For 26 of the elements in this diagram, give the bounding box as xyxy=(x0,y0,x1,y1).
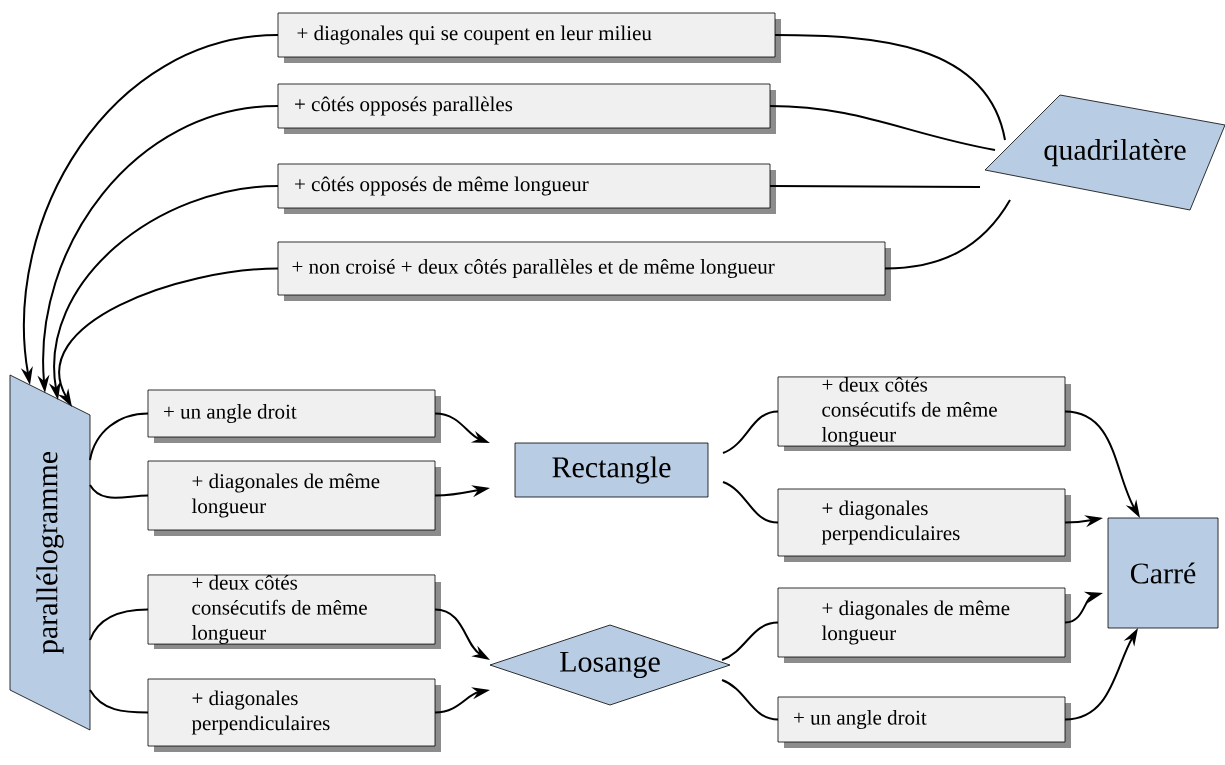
connector-line xyxy=(722,481,779,524)
shape-box: Rectangle xyxy=(514,442,709,498)
condition-box: + diagonales qui se coupent en leur milieu xyxy=(277,12,781,63)
condition-box: + un angle droit xyxy=(777,696,1071,748)
connector-line xyxy=(89,484,149,499)
condition-box: + côtés opposés parallèles xyxy=(277,83,776,134)
condition-box: + diagonales perpendiculaires xyxy=(147,678,441,752)
condition-box: + diagonales perpendiculaires xyxy=(777,488,1071,562)
shape-box: Carré xyxy=(1107,517,1219,629)
condition-box: + diagonales de même longueur xyxy=(777,587,1071,663)
condition-box: + un angle droit xyxy=(147,389,441,443)
condition-box: + non croisé + deux côtés parallèles et de même longueur xyxy=(277,241,891,301)
connector-line xyxy=(884,199,1011,270)
condition-box: + deux côtés consécutifs de même longueur xyxy=(147,574,441,649)
connector-line xyxy=(89,689,149,714)
connector-line xyxy=(774,34,1006,141)
connector-line xyxy=(89,412,149,461)
connector-line xyxy=(721,679,779,721)
condition-box: + diagonales de même longueur xyxy=(147,460,441,536)
connector-line xyxy=(721,621,779,661)
connector-line xyxy=(722,410,779,454)
connector-line xyxy=(89,608,149,641)
connector-line xyxy=(769,185,981,188)
connector-line xyxy=(769,105,996,151)
condition-box: + deux côtés consécutifs de même longueur xyxy=(777,376,1071,451)
condition-box: + côtés opposés de même longueur xyxy=(277,163,776,214)
